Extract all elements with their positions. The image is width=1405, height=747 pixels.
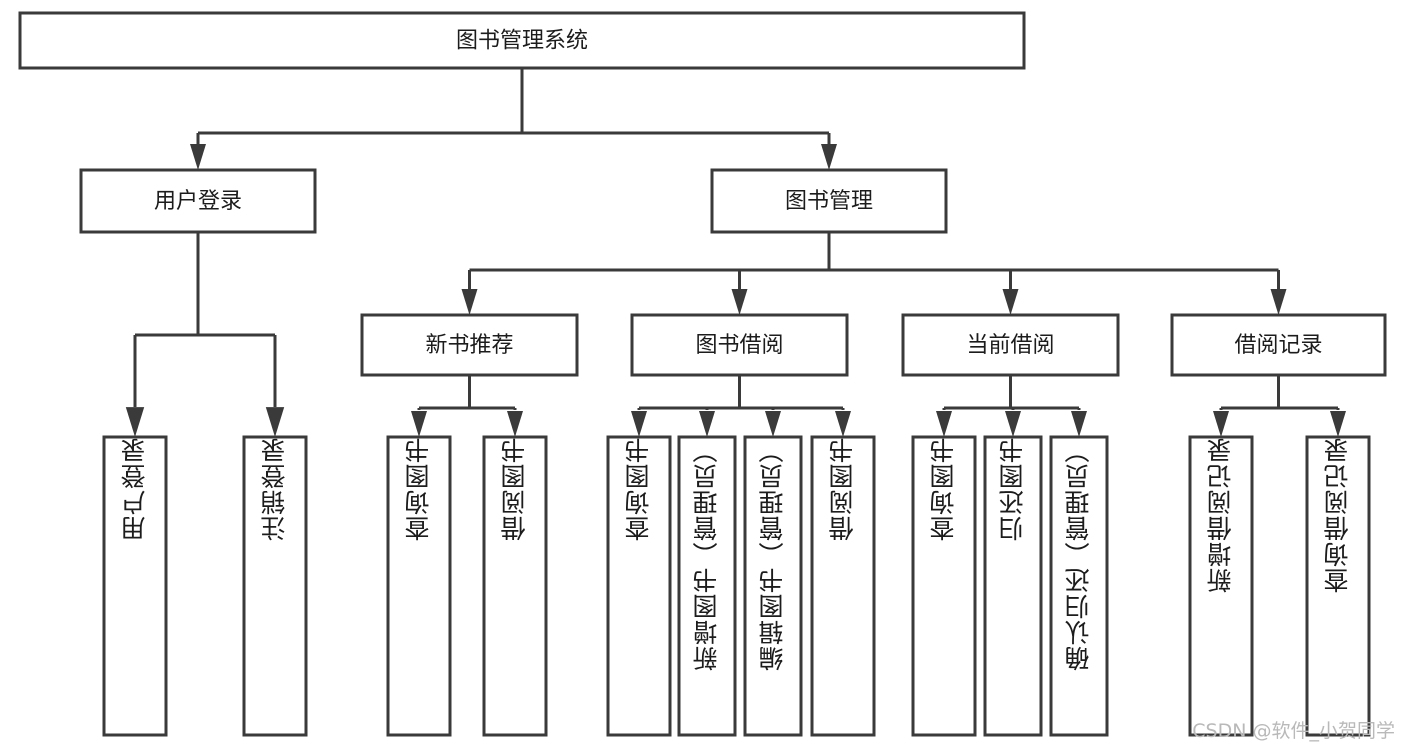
node-借阅图书-box[interactable] xyxy=(810,435,876,737)
arrow-head-node-当前借阅-0 xyxy=(936,411,952,437)
node-查询图书-box[interactable] xyxy=(911,435,977,737)
node-借阅图书-box[interactable] xyxy=(482,435,548,737)
node-归还图书-box[interactable] xyxy=(983,435,1043,737)
arrow-head-node-新书推荐-0 xyxy=(411,411,427,437)
arrow-head-node-当前借阅-2 xyxy=(1071,411,1087,437)
node-编辑图书管理员-box[interactable] xyxy=(743,435,803,737)
arrow-head-level3-2 xyxy=(1002,289,1019,315)
arrow-head-level3-1 xyxy=(731,289,748,315)
arrow-head-node-图书借阅-3 xyxy=(835,411,851,437)
arrow-head-node-用户登录-0 xyxy=(125,407,145,437)
node-借阅记录-label: 借阅记录 xyxy=(1234,333,1322,358)
arrow-head-node-图书借阅-0 xyxy=(631,411,647,437)
node-借阅记录-box[interactable] xyxy=(1170,313,1387,377)
arrow-head-level2-0 xyxy=(190,144,206,170)
arrow-head-node-当前借阅-1 xyxy=(1005,411,1021,437)
arrow-head-node-借阅记录-1 xyxy=(1330,411,1346,437)
arrow-head-level2-1 xyxy=(821,144,837,170)
node-确认归还管理员-box[interactable] xyxy=(1049,435,1109,737)
watermark: CSDN @软件_小贺同学 xyxy=(1192,720,1395,742)
node-图书借阅-label: 图书借阅 xyxy=(695,333,783,358)
node-新书推荐-box[interactable] xyxy=(360,313,579,377)
arrow-head-node-用户登录-1 xyxy=(265,407,285,437)
node-图书管理系统-box[interactable] xyxy=(18,11,1026,70)
node-新增图书管理员-box[interactable] xyxy=(677,435,737,737)
node-用户登录-box[interactable] xyxy=(79,168,317,234)
connector-layer xyxy=(125,68,1346,437)
node-当前借阅-box[interactable] xyxy=(901,313,1120,377)
arrow-head-node-图书借阅-1 xyxy=(699,411,715,437)
arrow-head-level3-0 xyxy=(461,289,478,315)
node-图书管理-label: 图书管理 xyxy=(785,189,873,214)
node-图书管理-box[interactable] xyxy=(710,168,948,234)
node-图书借阅-box[interactable] xyxy=(630,313,849,377)
node-查询图书-box[interactable] xyxy=(606,435,672,737)
node-用户登录-label: 用户登录 xyxy=(154,189,242,214)
node-查询借阅记录-box[interactable] xyxy=(1305,435,1371,737)
node-新增借阅记录-box[interactable] xyxy=(1188,435,1254,737)
node-当前借阅-label: 当前借阅 xyxy=(966,333,1054,358)
arrow-head-node-借阅记录-0 xyxy=(1213,411,1229,437)
node-查询图书-box[interactable] xyxy=(386,435,452,737)
arrow-head-node-图书借阅-2 xyxy=(765,411,781,437)
arrow-head-node-新书推荐-1 xyxy=(507,411,523,437)
node-注销登录-box[interactable] xyxy=(242,435,308,737)
node-图书管理系统-label: 图书管理系统 xyxy=(456,29,588,54)
node-新书推荐-label: 新书推荐 xyxy=(425,333,513,358)
arrow-head-level3-3 xyxy=(1270,289,1287,315)
node-用户登录-box[interactable] xyxy=(102,435,168,737)
